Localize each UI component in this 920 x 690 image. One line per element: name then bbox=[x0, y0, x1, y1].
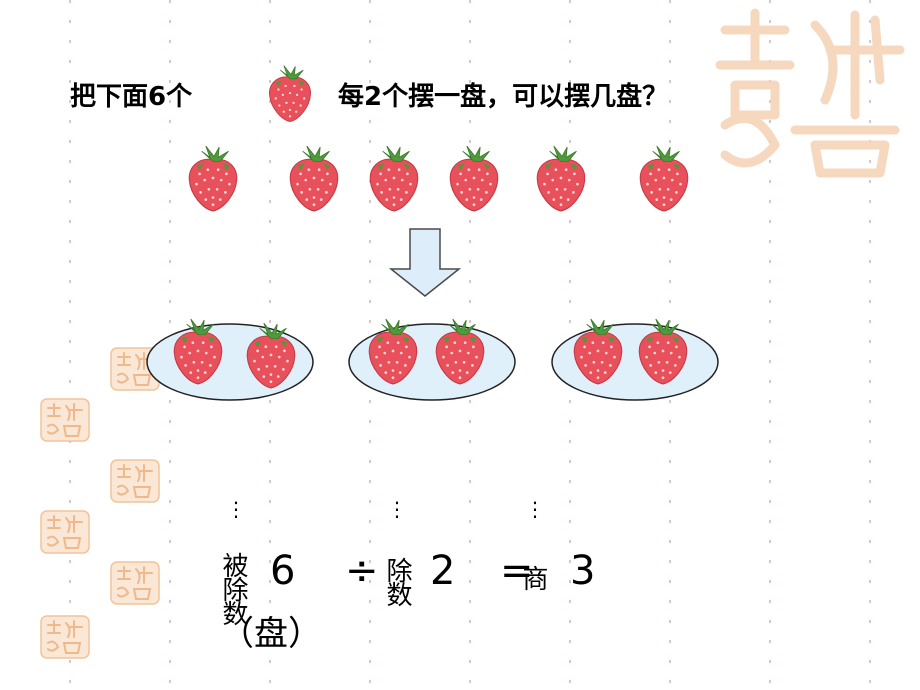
equals-sign: = bbox=[500, 548, 534, 594]
strawberry-icon bbox=[170, 318, 226, 386]
strawberry-icon bbox=[266, 64, 314, 124]
dividend-separator: ⋮ bbox=[226, 497, 246, 521]
jixiang-stamp-icon bbox=[110, 459, 160, 503]
strawberry-icon bbox=[432, 318, 488, 386]
jixiang-stamp-icon bbox=[40, 615, 90, 659]
strawberry-icon bbox=[365, 318, 421, 386]
quotient-label: 商 bbox=[518, 565, 548, 589]
strawberry-icon bbox=[243, 322, 299, 390]
strawberry-icon bbox=[446, 145, 502, 213]
unit-label: （盘） bbox=[220, 614, 322, 654]
strawberry-icon bbox=[635, 318, 691, 386]
strawberry-icon bbox=[366, 145, 422, 213]
dividend-value: 6 bbox=[270, 548, 296, 594]
strawberry-icon bbox=[570, 318, 626, 386]
divide-sign: ÷ bbox=[345, 548, 379, 594]
quotient-separator: ⋮ bbox=[525, 497, 545, 521]
divisor-value: 2 bbox=[430, 548, 456, 594]
jixiang-stamp-icon bbox=[40, 510, 90, 554]
jixiang-stamp-icon bbox=[110, 561, 160, 605]
divisor-label: 除数 bbox=[382, 557, 412, 605]
quotient-value: 3 bbox=[570, 548, 596, 594]
down-arrow-icon bbox=[388, 228, 462, 297]
jixiang-stamp-icon bbox=[40, 398, 90, 442]
question-text-part1: 把下面6个 bbox=[70, 82, 193, 112]
strawberry-icon bbox=[185, 145, 241, 213]
divisor-separator: ⋮ bbox=[387, 497, 407, 521]
question-text-part2: 每2个摆一盘，可以摆几盘？ bbox=[338, 82, 669, 112]
dividend-label: 被除数 bbox=[218, 552, 248, 624]
strawberry-icon bbox=[286, 145, 342, 213]
strawberry-icon bbox=[636, 145, 692, 213]
strawberry-icon bbox=[533, 145, 589, 213]
jixiang-watermark-icon bbox=[715, 8, 905, 178]
